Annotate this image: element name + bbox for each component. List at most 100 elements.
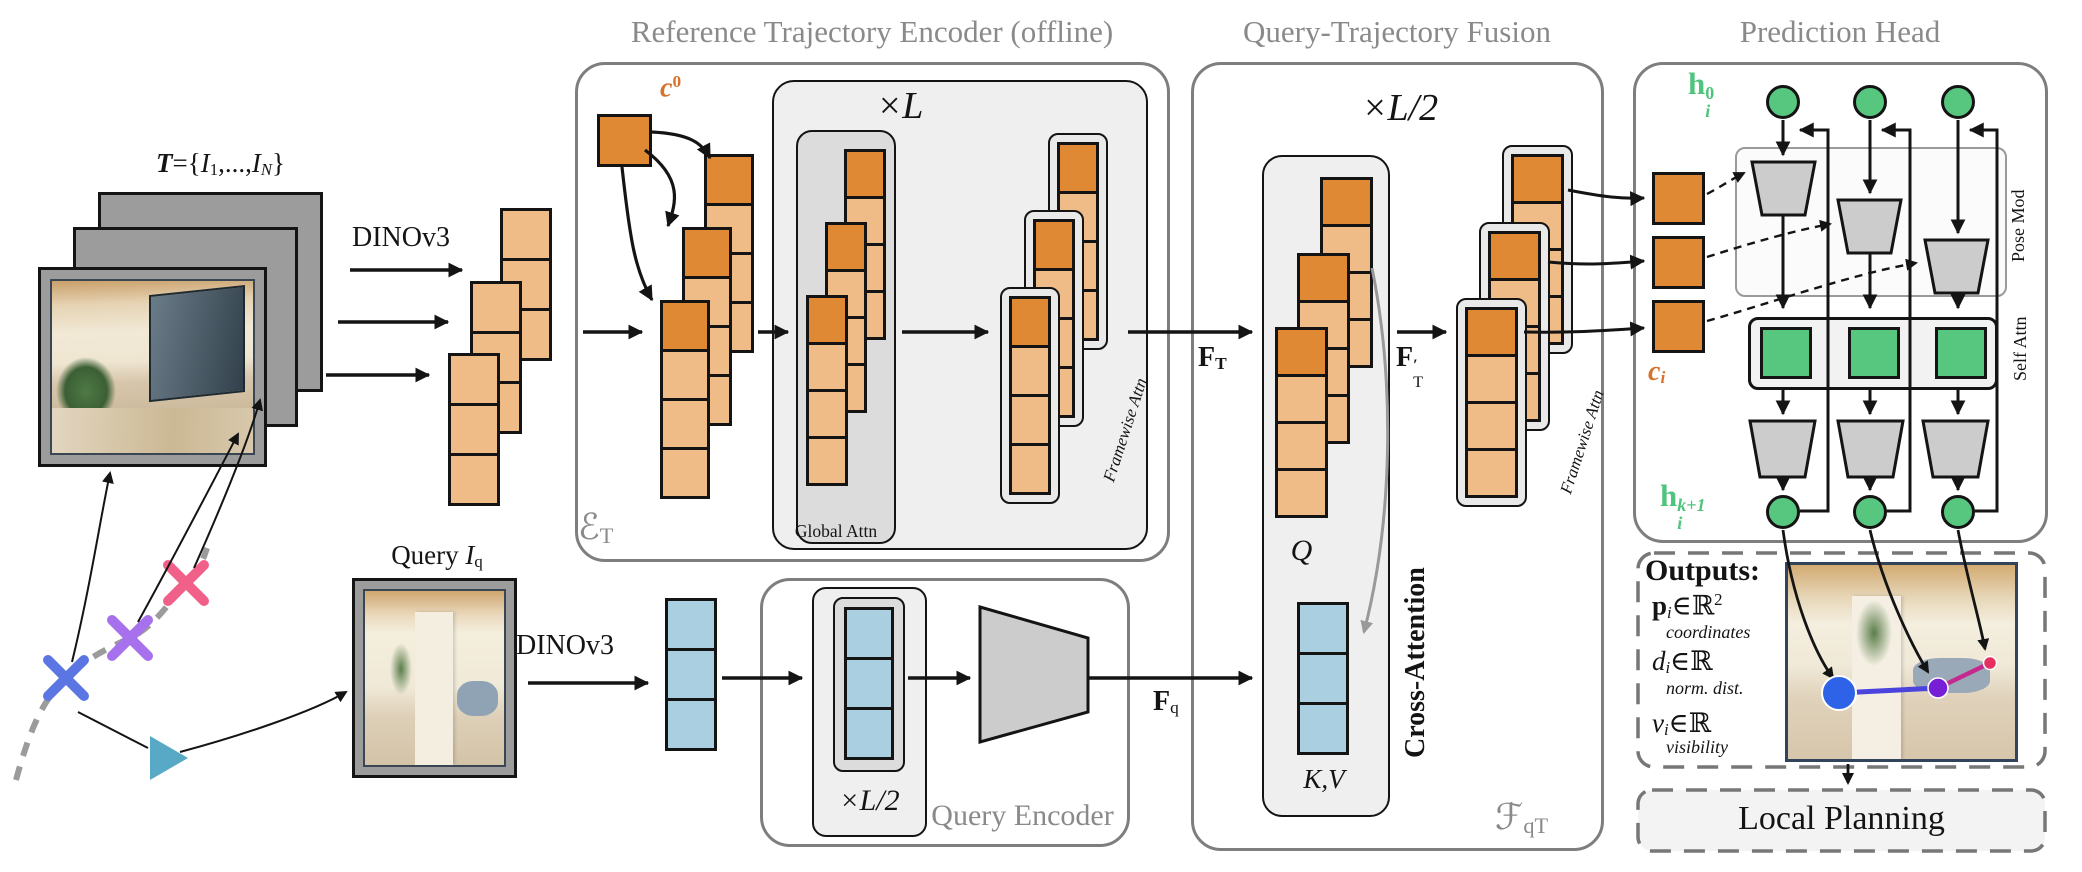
patch-token <box>1465 401 1518 451</box>
h0-node-3 <box>1941 85 1975 119</box>
local-planning-box <box>1636 788 2047 853</box>
encoder-symbol-label: ℰT <box>578 506 613 549</box>
outputs-box <box>1636 551 2047 769</box>
fused-wrap-frame1 <box>1456 298 1527 507</box>
hk1-node-2 <box>1853 495 1887 529</box>
distance-output-label: di∈ℝ <box>1652 646 1713 678</box>
framewise-wrap-frame1 <box>1000 287 1060 504</box>
xl2-query-label: ×L/2 <box>839 784 900 817</box>
query-image-photo <box>363 589 506 767</box>
h-symbol: h <box>1688 66 1706 101</box>
script-f: ℱ <box>1495 797 1524 838</box>
waypoint-x-blue-icon <box>43 655 89 701</box>
reference-encoder-title: Reference Trajectory Encoder (offline) <box>630 14 1114 49</box>
c0-label: c0 <box>660 72 681 105</box>
dino-label-top: DINOv3 <box>352 222 450 253</box>
h-symbol: h <box>1660 478 1678 513</box>
distance-desc: norm. dist. <box>1666 678 1744 698</box>
fusion-title: Query-Trajectory Fusion <box>1243 14 1551 49</box>
patch-token <box>1275 421 1328 471</box>
script-e: ℰ <box>578 507 600 548</box>
c0-broadcast-arrows <box>620 130 712 302</box>
patch-token <box>1009 443 1051 495</box>
self-attn-token-1 <box>1760 327 1812 379</box>
output-projection-arrows <box>1781 529 1990 785</box>
set-symbol: T <box>156 148 173 178</box>
waypoint-x-pink-icon <box>163 560 209 606</box>
predicted-trajectory <box>1821 655 1998 711</box>
predicted-point-2 <box>1927 677 1949 699</box>
context-token <box>1511 154 1564 204</box>
xl2-fusion-label: ×L/2 <box>1361 87 1439 129</box>
dino-label-bottom: DINOv3 <box>516 630 614 661</box>
patch-token <box>660 398 710 450</box>
v-symbol: v <box>1652 708 1664 738</box>
superscript: 0 <box>672 72 682 91</box>
c0-token <box>597 114 652 167</box>
plant-shape <box>390 643 413 696</box>
ft-label: FT <box>1198 342 1227 374</box>
context-output-arrows <box>1523 188 1646 337</box>
predicted-point-3 <box>1982 655 1998 671</box>
attention-flow-arrow <box>1360 267 1390 635</box>
floor-shape <box>52 408 253 453</box>
decoder-trapezoids <box>1748 419 1990 479</box>
query-token <box>1297 652 1349 705</box>
subscript: i <box>1663 720 1669 740</box>
subscript: q <box>474 552 483 572</box>
patch-token <box>448 453 500 506</box>
reals-symbol: ℝ <box>1688 708 1712 739</box>
outputs-image <box>1785 562 2018 762</box>
h0-node-1 <box>1766 85 1800 119</box>
dino-tokens-frame1 <box>448 353 500 506</box>
element-of: ∈ <box>1668 708 1689 738</box>
query-dino-tokens <box>665 598 717 751</box>
fq-label: Fq <box>1153 686 1179 718</box>
h0-node-2 <box>1853 85 1887 119</box>
pose-mod-label: Pose Mod <box>2008 189 2028 263</box>
element-of: ∈ <box>1670 646 1691 676</box>
chairs-shape <box>456 681 499 717</box>
plant-shape <box>1856 599 1893 666</box>
equals: = <box>172 148 188 178</box>
global-col-frame1 <box>806 295 848 486</box>
ci-label: ci <box>1648 356 1665 388</box>
d-symbol: d <box>1652 646 1666 676</box>
brace: } <box>272 148 285 178</box>
context-token <box>1320 177 1373 227</box>
prime: ′ <box>1413 356 1418 375</box>
patch-token <box>1465 448 1518 498</box>
patch-token <box>660 447 710 499</box>
waypoint-x-purple-icon <box>107 615 153 661</box>
subscript: 1 <box>209 160 219 180</box>
patch-token <box>806 342 848 392</box>
reals-symbol: ℝ <box>1690 646 1713 677</box>
context-token <box>1275 327 1328 377</box>
ci-modulation-arrows <box>1706 171 1918 323</box>
superscript: 2 <box>1714 590 1723 609</box>
c-symbol: c <box>1648 356 1661 387</box>
reference-frame-photo <box>50 279 255 455</box>
visibility-desc: visibility <box>1666 737 1728 757</box>
query-image-frame <box>352 578 517 778</box>
element-of: ∈ <box>1671 590 1692 621</box>
kv-label: K,V <box>1303 764 1345 794</box>
query-token <box>1297 602 1349 655</box>
prime-sub-stack: ′T <box>1413 357 1423 390</box>
subscript: T <box>599 523 614 549</box>
patch-token <box>1275 468 1328 518</box>
superscript: k+1 <box>1677 494 1706 515</box>
query-image-label: Query Iq <box>362 540 512 572</box>
ci-token-1 <box>1652 172 1705 225</box>
pose-mod-trapezoids <box>1750 160 1990 295</box>
brace: { <box>187 148 201 178</box>
coordinates-desc: coordinates <box>1666 622 1751 642</box>
query-mlp-trapezoid <box>978 605 1090 744</box>
patch-token <box>660 349 710 401</box>
flow-arrows <box>326 262 1448 691</box>
self-attn-label: Self Attn <box>2010 316 2030 382</box>
